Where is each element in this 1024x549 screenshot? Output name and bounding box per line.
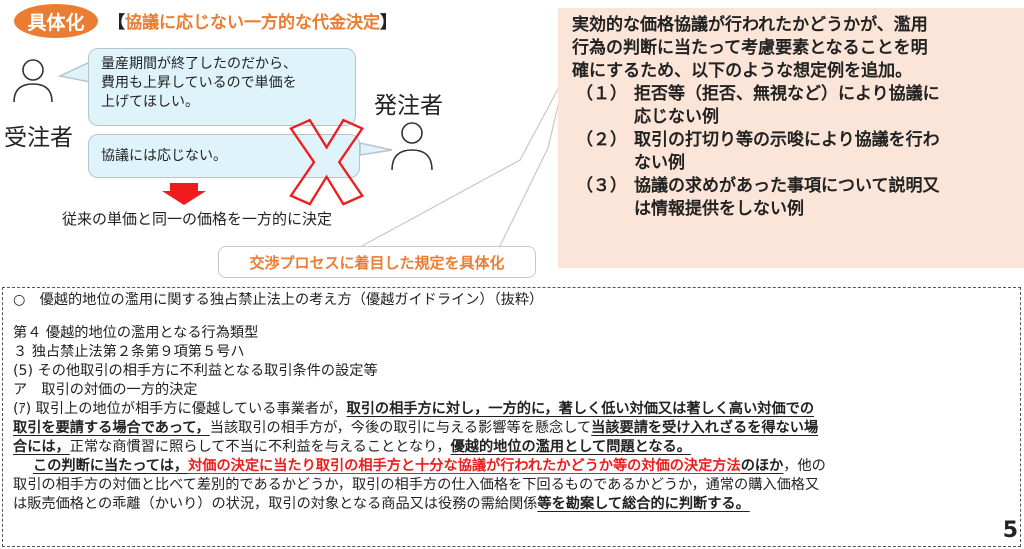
example-number: （１） <box>576 84 627 104</box>
section-heading: 【協議に応じない一方的な代金決定】 <box>108 8 397 33</box>
text-span: (ｱ) 取引上の地位が相手方に優越している事業者が， <box>13 401 347 417</box>
emphasis-span: 取引の相手方に対し，一方的に，著しく低い対価又は著しく高い対価での <box>346 401 815 417</box>
text-span: は販売価格との乖離（かいり）の状況，取引の対象となる商品又は役務の需給関係 <box>13 496 538 512</box>
highlight-span: 対価の決定に当たり取引の相手方と十分な協議が行われたかどうか等の対価の決定方法 <box>188 458 741 474</box>
process-callout: 交渉プロセスに着目した規定を具体化 <box>218 246 536 278</box>
client-label: 発注者 <box>374 93 443 119</box>
example-line: 協議の求めがあった事項について説明又 <box>634 176 940 196</box>
arrow-down-icon <box>162 183 206 205</box>
guideline-item: ア 取引の対価の一方的決定 <box>13 382 198 398</box>
example-number: （２） <box>576 130 627 150</box>
text-span: 正常な商慣習に照らして不当に不利益を与えることとなり， <box>69 439 451 455</box>
guideline-paragraph-line: (ｱ) 取引上の地位が相手方に優越している事業者が，取引の相手方に対し，一方的に… <box>13 400 1010 419</box>
summary-box: 実効的な価格協議が行われたかどうかが、濫用 行為の判断に当たって考慮要素となるこ… <box>558 8 1024 268</box>
example-line: 取引の打切り等の示唆により協議を行わ <box>634 130 940 150</box>
emphasis-span: 取引を要請する場合であって， <box>13 420 210 436</box>
cross-mark-icon <box>289 118 365 206</box>
heading-text: 協議に応じない一方的な代金決定 <box>125 13 380 33</box>
emphasis-span: のほか <box>740 458 784 474</box>
guideline-paragraph-line: 取引を要請する場合であって，当該取引の相手方が，今後の取引に与える影響等を懸念し… <box>13 419 1010 438</box>
guideline-subsection: ３ 独占禁止法第２条第９項第５号ハ <box>13 344 245 360</box>
bracket-close: 】 <box>380 13 397 33</box>
example-item: （３） 協議の求めがあった事項について説明又は情報提供をしない例 <box>572 175 1014 221</box>
guideline-paragraph-line: 取引の相手方の対価と比べて差別的であるかどうか，取引の相手方の仕入価格を下回るも… <box>13 477 820 493</box>
emphasis-span: この判断に当たっては， <box>33 458 189 474</box>
example-line: は情報提供をしない例 <box>634 199 804 219</box>
contractor-label: 受注者 <box>4 125 73 151</box>
emphasis-span: 当該要請を受け入れざるを得ない場 <box>591 420 819 436</box>
emphasis-span: 優越的地位の濫用として問題となる。 <box>450 439 691 455</box>
example-line: 応じない例 <box>634 107 719 127</box>
summary-line: 行為の判断に当たって考慮要素となることを明 <box>572 38 928 58</box>
guideline-section: 第４ 優越的地位の濫用となる行為類型 <box>13 325 259 341</box>
emphasis-span: 合には， <box>13 439 70 455</box>
person-icon <box>13 59 53 103</box>
page-number: 5 <box>1002 518 1018 543</box>
bracket-open: 【 <box>108 13 125 33</box>
guideline-item: (5) その他取引の相手方に不利益となる取引条件の設定等 <box>13 363 378 379</box>
scenario-graphics <box>13 59 560 247</box>
example-number: （３） <box>576 176 627 196</box>
contractor-speech-bubble: 量産期間が終了したのだから、 費用も上昇しているので単価を 上げてほしい。 <box>88 48 356 126</box>
bubble-line: 費用も上昇しているので単価を <box>101 75 297 91</box>
example-line: ない例 <box>634 153 685 173</box>
bubble-line: 量産期間が終了したのだから、 <box>101 56 297 72</box>
guideline-paragraph-line: は販売価格との乖離（かいり）の状況，取引の対象となる商品又は役務の需給関係等を勘… <box>13 495 1010 514</box>
badge-gutaika: 具体化 <box>14 4 98 38</box>
client-speech-bubble: 協議には応じない。 <box>88 134 360 178</box>
bubble-line: 上げてほしい。 <box>101 94 199 110</box>
guideline-paragraph-line: この判断に当たっては，対価の決定に当たり取引の相手方と十分な協議が行われたかどう… <box>13 457 1010 476</box>
guideline-excerpt: ○ 優越的地位の濫用に関する独占禁止法上の考え方（優越ガイドライン）（抜粋） 第… <box>2 287 1021 547</box>
example-item: （１） 拒否等（拒否、無視など）により協議に応じない例 <box>572 83 1014 129</box>
emphasis-span: 等を勘案して総合的に判断する。 <box>537 496 750 512</box>
guideline-paragraph-line: 合には，正常な商慣習に照らして不当に不利益を与えることとなり，優越的地位の濫用と… <box>13 438 1010 457</box>
guideline-title: ○ 優越的地位の濫用に関する独占禁止法上の考え方（優越ガイドライン）（抜粋） <box>13 292 544 308</box>
bubble-line: 協議には応じない。 <box>101 147 227 164</box>
example-line: 拒否等（拒否、無視など）により協議に <box>634 84 940 104</box>
result-text: 従来の単価と同一の価格を一方的に決定 <box>62 210 333 228</box>
summary-line: 実効的な価格協議が行われたかどうかが、濫用 <box>572 15 928 35</box>
example-item: （２） 取引の打切り等の示唆により協議を行わない例 <box>572 129 1014 175</box>
summary-line: 確にするため、以下のような想定例を追加。 <box>572 61 913 81</box>
person-icon <box>391 122 433 171</box>
text-span: 当該取引の相手方が，今後の取引に与える影響等を懸念して <box>209 420 592 436</box>
text-span: ，他の <box>783 458 826 474</box>
